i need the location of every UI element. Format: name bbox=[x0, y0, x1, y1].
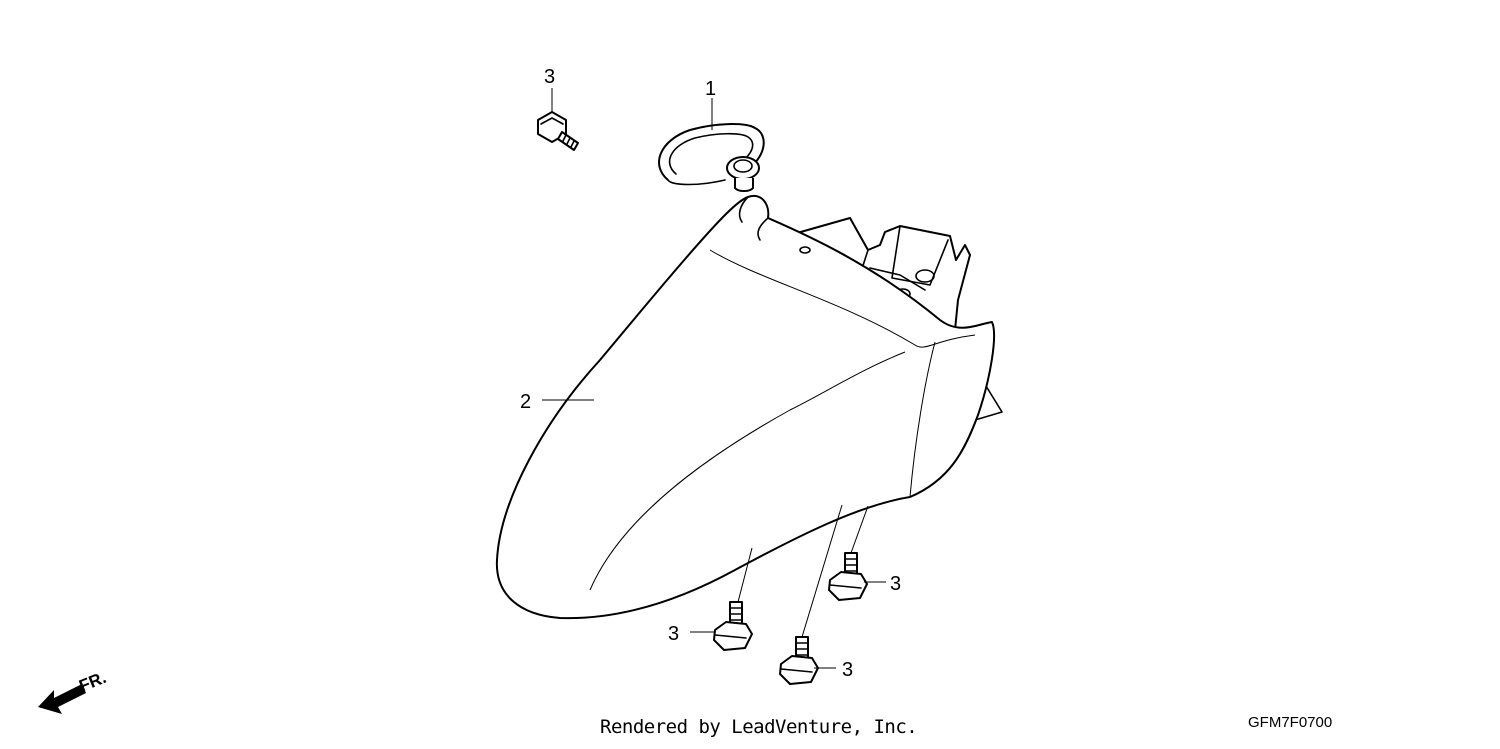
callout-part-3-bolt-b: 3 bbox=[890, 573, 901, 595]
direction-label: FR. bbox=[76, 668, 109, 696]
handle-loop-part-1 bbox=[658, 123, 765, 192]
callout-part-3-bolt-c: 3 bbox=[842, 659, 853, 681]
callout-part-2: 2 bbox=[520, 391, 531, 413]
bolt-c bbox=[779, 636, 819, 685]
bolt-loose-top bbox=[537, 111, 579, 151]
bolt-b bbox=[828, 552, 868, 601]
diagram-code: GFM7F0700 bbox=[1248, 714, 1333, 731]
callout-part-1: 1 bbox=[705, 78, 716, 100]
front-fender bbox=[495, 194, 995, 620]
grommet bbox=[726, 156, 760, 192]
bolt-a bbox=[713, 601, 753, 651]
front-direction-arrow-icon: FR. bbox=[38, 668, 109, 714]
callout-part-3-bolt-a: 3 bbox=[668, 623, 679, 645]
callout-part-3-top: 3 bbox=[544, 66, 555, 88]
leader-lines bbox=[542, 88, 886, 669]
render-credit: Rendered by LeadVenture, Inc. bbox=[600, 716, 918, 738]
